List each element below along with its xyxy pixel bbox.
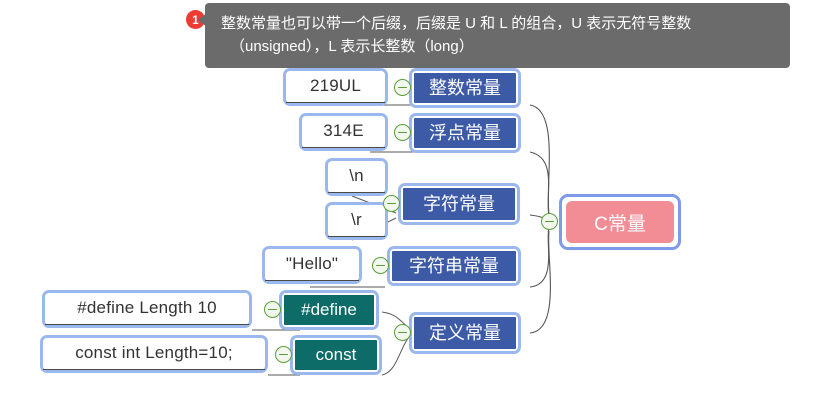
- leaf-label-float-example: 314E: [302, 116, 385, 148]
- leaf-node-char-newline[interactable]: \n: [325, 158, 388, 196]
- minus-icon: [376, 264, 385, 267]
- collapse-toggle-integer-constant[interactable]: [394, 79, 411, 96]
- branch-node-define-keyword[interactable]: #define: [279, 290, 379, 330]
- branch-label-define-constant: 定义常量: [414, 317, 516, 349]
- link-string-to-root: [529, 227, 550, 288]
- collapse-toggle-const-keyword[interactable]: [275, 346, 292, 363]
- leaf-node-define-example[interactable]: #define Length 10: [42, 290, 252, 328]
- leaf-node-integer-example[interactable]: 219UL: [283, 68, 388, 106]
- collapse-toggle-float-constant[interactable]: [394, 124, 411, 141]
- leaf-node-char-return[interactable]: \r: [325, 202, 388, 240]
- leaf-node-const-example[interactable]: const int Length=10;: [40, 335, 268, 373]
- minus-icon: [279, 353, 288, 356]
- note-callout[interactable]: 整数常量也可以带一个后缀，后缀是 U 和 L 的组合，U 表示无符号整数 （un…: [205, 3, 790, 68]
- link-integer-to-root: [529, 104, 550, 215]
- note-line-2: （unsigned），L 表示长整数（long）: [230, 38, 474, 55]
- branch-label-const-keyword: const: [295, 340, 377, 370]
- branch-node-define-constant[interactable]: 定义常量: [409, 312, 521, 354]
- minus-icon: [398, 86, 407, 89]
- branch-node-const-keyword[interactable]: const: [290, 335, 382, 375]
- branch-label-char-constant: 字符常量: [403, 188, 515, 220]
- branch-node-string-constant[interactable]: 字符串常量: [387, 246, 521, 286]
- collapse-toggle-char-constant[interactable]: [383, 195, 400, 212]
- link-defconst-to-root: [529, 230, 551, 334]
- branch-node-integer-constant[interactable]: 整数常量: [409, 68, 521, 108]
- branch-label-integer-constant: 整数常量: [414, 73, 516, 103]
- branch-label-string-constant: 字符串常量: [392, 251, 516, 281]
- link-float-to-root: [529, 151, 550, 217]
- leaf-label-define-example: #define Length 10: [45, 293, 249, 325]
- minus-icon: [387, 202, 396, 205]
- leaf-label-char-newline: \n: [328, 161, 385, 193]
- collapse-toggle-define-constant[interactable]: [394, 324, 411, 341]
- leaf-node-float-example[interactable]: 314E: [299, 113, 388, 151]
- minus-icon: [398, 131, 407, 134]
- root-node-c-constant[interactable]: C常量: [559, 194, 681, 250]
- leaf-label-char-return: \r: [328, 205, 385, 237]
- note-tail-arrow: [198, 13, 207, 27]
- link-const-to-defconst: [381, 333, 413, 376]
- branch-node-char-constant[interactable]: 字符常量: [398, 183, 520, 225]
- leaf-label-integer-example: 219UL: [286, 71, 385, 103]
- minus-icon: [545, 220, 554, 223]
- leaf-label-const-example: const int Length=10;: [43, 338, 265, 370]
- collapse-toggle-define-keyword[interactable]: [264, 301, 281, 318]
- branch-label-float-constant: 浮点常量: [414, 118, 516, 148]
- note-line-1: 整数常量也可以带一个后缀，后缀是 U 和 L 的组合，U 表示无符号整数: [221, 15, 692, 32]
- minus-icon: [268, 308, 277, 311]
- leaf-node-string-example[interactable]: "Hello": [262, 246, 362, 284]
- branch-label-define-keyword: #define: [284, 295, 374, 325]
- branch-node-float-constant[interactable]: 浮点常量: [409, 113, 521, 153]
- collapse-toggle-root[interactable]: [541, 213, 558, 230]
- minus-icon: [398, 331, 407, 334]
- root-label-c-constant: C常量: [566, 201, 674, 243]
- collapse-toggle-string-constant[interactable]: [372, 257, 389, 274]
- leaf-label-string-example: "Hello": [265, 249, 359, 281]
